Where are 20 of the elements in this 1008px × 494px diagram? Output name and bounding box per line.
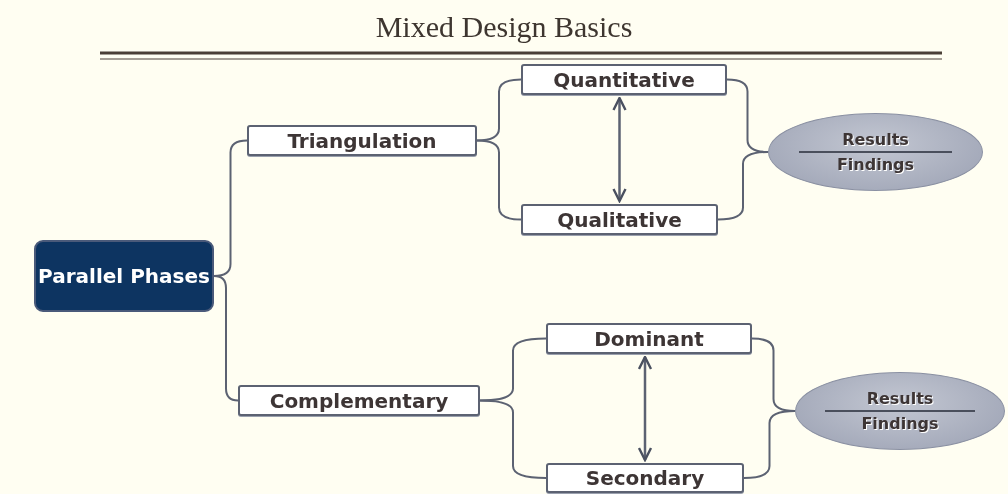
bracket-connector — [476, 78, 522, 142]
ellipse-label: Findings — [836, 155, 915, 175]
method-box: Dominant — [546, 323, 752, 354]
bracket-connector — [743, 410, 796, 479]
method-box: Secondary — [546, 463, 744, 493]
method-box: Complementary — [238, 385, 480, 416]
bracket-connector — [476, 139, 522, 221]
diagram-title: Mixed Design Basics — [375, 10, 633, 44]
double-arrow — [637, 355, 653, 462]
bracket-connector — [717, 151, 769, 221]
ellipse-label: Results — [866, 388, 934, 408]
ellipse-label: Findings — [861, 414, 939, 434]
bracket-connector — [479, 337, 547, 402]
method-box: Triangulation — [247, 125, 477, 156]
method-box: Quantitative — [521, 64, 727, 95]
double-arrow — [612, 96, 627, 203]
bracket-connector — [479, 399, 547, 479]
ellipse-label: Results — [842, 129, 909, 149]
method-box: Qualitative — [521, 204, 718, 235]
phase-box: Parallel Phases — [34, 240, 214, 312]
